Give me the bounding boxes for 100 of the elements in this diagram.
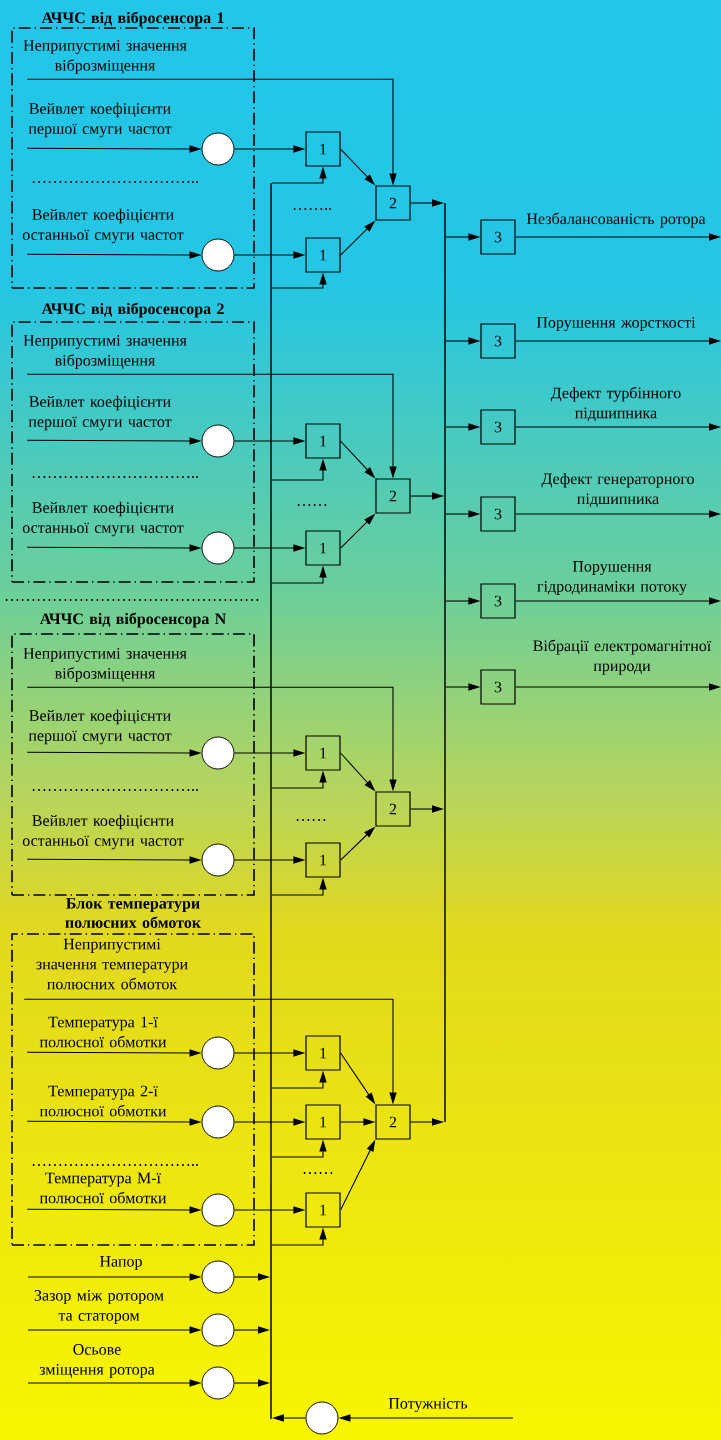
block: 3: [480, 669, 516, 705]
circle: [201, 1260, 235, 1294]
arrow: [271, 1139, 327, 1158]
arrow: [26, 1049, 202, 1057]
block: 2: [375, 185, 411, 221]
arrow: [26, 437, 202, 445]
edge-label: Напор: [99, 1256, 142, 1270]
arrow: [515, 597, 721, 605]
arrow: [445, 337, 481, 345]
block: 2: [375, 478, 411, 514]
edge-label: Зазор між ротором та статором: [34, 1290, 164, 1324]
arrow: [515, 233, 721, 241]
circle: [201, 238, 235, 272]
circle: [201, 424, 235, 458]
arrow: [233, 856, 306, 864]
edge-label: Вібрації електромагнітної природи: [533, 639, 712, 675]
block: 2: [375, 791, 411, 827]
circle: [201, 1366, 235, 1400]
arrow: [26, 686, 397, 792]
edge-label: Неприпустимі значення віброзміщення: [23, 40, 187, 74]
ellipsis-text: ……..: [293, 208, 331, 210]
arrow: [445, 683, 481, 691]
arrow: [271, 877, 327, 896]
edge-label: Вейвлет коефіцієнти першої смуги частот: [28, 102, 172, 138]
arrow: [27, 1326, 202, 1334]
arrow: [233, 749, 306, 757]
arrow: [271, 166, 327, 184]
circle: [201, 1105, 235, 1139]
ellipsis-text: ……: [296, 819, 326, 821]
arrow: [233, 1049, 306, 1057]
circle: [305, 1401, 339, 1435]
arrow: [26, 1118, 202, 1126]
arrow: [340, 513, 376, 549]
block: 3: [480, 219, 516, 255]
circle: [201, 1313, 235, 1347]
arrow: [340, 1052, 376, 1105]
block: 1: [305, 237, 341, 273]
edge-label: Температура 2-ї полюсної обмотки: [39, 1085, 167, 1117]
ellipsis-text: ……: [303, 1172, 333, 1174]
arrow: [410, 199, 444, 207]
arrow: [445, 423, 481, 431]
edge-label: Вейвлет коефіцієнти першої смуги частот: [28, 709, 172, 745]
block: 1: [305, 530, 341, 566]
node-label: АЧЧС від вібросенсора N: [39, 612, 227, 628]
arrow: [27, 1379, 202, 1387]
arrow: [338, 1414, 514, 1422]
arrow: [271, 272, 327, 289]
arrow: [26, 856, 202, 864]
arrow: [26, 1206, 202, 1214]
edge-label: Вейвлет коефіцієнти останньої смуги частот: [22, 208, 184, 244]
arrow: [271, 1227, 327, 1246]
arrow: [233, 1379, 270, 1387]
block: 1: [305, 131, 341, 167]
arrow: [410, 492, 444, 500]
edge-label: Вейвлет коефіцієнти останньої смуги частот: [22, 501, 184, 537]
edge-label: Неприпустимі значення температури полюсних обмоток: [36, 938, 188, 990]
ellipsis-text: …………………………..: [32, 1164, 198, 1166]
arrow: [26, 373, 397, 479]
arrow: [26, 251, 202, 259]
arrow: [233, 437, 306, 445]
edge-label: Неприпустимі значення віброзміщення: [23, 648, 187, 682]
arrow: [233, 544, 306, 552]
ellipsis-text: ……: [297, 504, 327, 506]
arrow: [26, 78, 397, 186]
circle: [201, 843, 235, 877]
block: 1: [305, 1192, 341, 1228]
node-label: АЧЧС від вібросенсора 2: [41, 302, 224, 318]
node-label: АЧЧС від вібросенсора 1: [41, 11, 224, 27]
arrow: [340, 148, 376, 186]
arrow: [233, 251, 306, 259]
arrow: [26, 749, 202, 757]
edge-label: Порушення гідродинаміки потоку: [537, 561, 687, 595]
edge-label: Незбалансованість ротора: [526, 212, 706, 228]
circle: [201, 1193, 235, 1227]
ellipsis-text: …………………………..: [32, 181, 198, 183]
arrow: [340, 1118, 376, 1126]
ellipsis-text: …………………………..: [32, 476, 198, 478]
edge-label: Осьове зміщення ротора: [39, 1344, 155, 1378]
edge-label: Дефект генераторного підшипника: [541, 472, 694, 508]
arrow: [233, 1118, 306, 1126]
block: 3: [480, 409, 516, 445]
arrow: [271, 458, 327, 481]
arrow: [340, 752, 376, 792]
arrow: [515, 423, 721, 431]
arrow: [271, 565, 327, 584]
arrow: [271, 1070, 327, 1089]
arrow: [233, 1206, 306, 1214]
edge-label: Неприпустимі значення віброзміщення: [23, 335, 187, 369]
arrow: [271, 770, 327, 789]
arrow: [233, 1273, 270, 1281]
arrow: [410, 805, 444, 813]
circle: [201, 736, 235, 770]
block: 3: [480, 583, 516, 619]
block: 1: [305, 842, 341, 878]
edge-label: Вейвлет коефіцієнти останньої смуги частот: [22, 814, 184, 850]
edge-label: Вейвлет коефіцієнти першої смуги частот: [28, 395, 172, 431]
block: 1: [305, 1104, 341, 1140]
arrow: [515, 683, 721, 691]
edge-label: Потужність: [388, 1398, 468, 1413]
arrow: [27, 1273, 202, 1281]
